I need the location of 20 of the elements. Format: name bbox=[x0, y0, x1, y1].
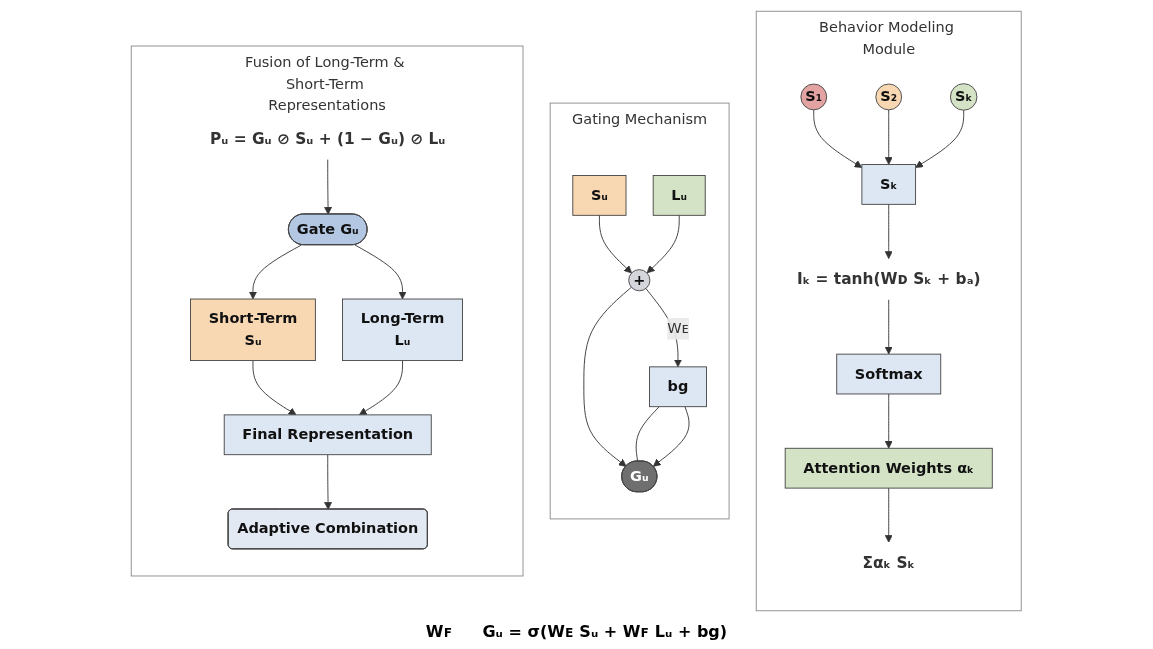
node-box: Final Representation bbox=[224, 414, 432, 456]
formula-label: Wꜰ bbox=[425, 622, 453, 641]
node-box: bg bbox=[649, 366, 708, 408]
connector bbox=[635, 406, 660, 462]
node-text: Pᵤ = Gᵤ ⊘ Sᵤ + (1 − Gᵤ) ⊘ Lᵤ bbox=[210, 129, 446, 148]
node-text: Σαₖ Sₖ bbox=[862, 553, 916, 572]
node-box: Sᵤ bbox=[572, 175, 627, 216]
node-circle: S₂ bbox=[875, 83, 903, 111]
node-circle: Sₖ bbox=[950, 83, 978, 111]
node-box: Long-Term Lᵤ bbox=[342, 298, 464, 361]
formula-label: Gᵤ = σ(Wᴇ Sᵤ + Wꜰ Lᵤ + bg) bbox=[482, 622, 728, 641]
node-box: Softmax bbox=[836, 353, 942, 395]
node-text: Iₖ = tanh(Wᴅ Sₖ + bₐ) bbox=[797, 269, 981, 288]
node-circle: + bbox=[628, 269, 651, 292]
edge-label: Wᴇ bbox=[667, 319, 689, 337]
node-box: Short-Term Sᵤ bbox=[190, 298, 317, 361]
node-box: Lᵤ bbox=[653, 175, 706, 216]
node-box: Attention Weights αₖ bbox=[785, 447, 993, 489]
node-box: Sₖ bbox=[861, 164, 917, 205]
node-circle: S₁ bbox=[800, 83, 828, 111]
